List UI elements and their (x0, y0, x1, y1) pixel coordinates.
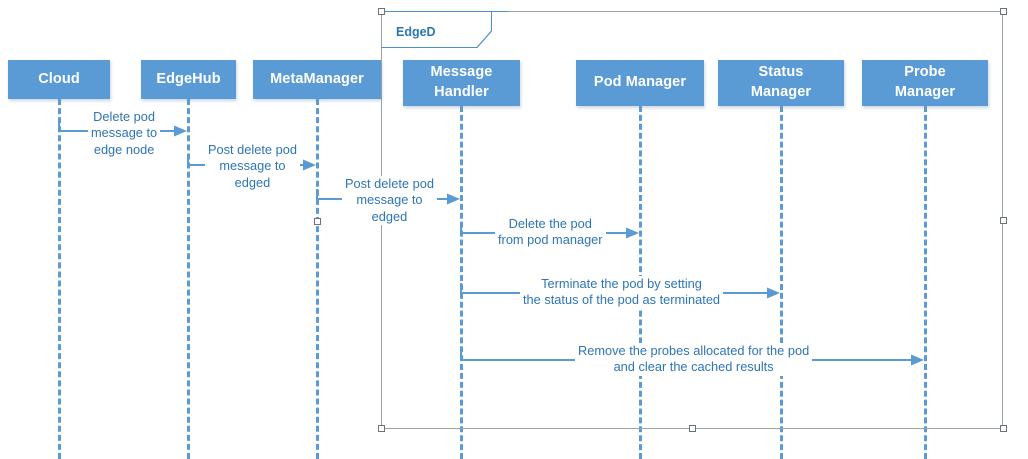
lifeline-messagehandler (460, 106, 463, 459)
selection-handle-bottom-right[interactable] (1000, 425, 1007, 432)
participant-label: MetaManager (270, 70, 364, 87)
participant-metamanager[interactable]: MetaManager (253, 60, 381, 99)
selection-handle-bottom-left[interactable] (378, 425, 385, 432)
selection-handle-top-left[interactable] (378, 8, 385, 15)
selection-handle-top-right[interactable] (1000, 8, 1007, 15)
participant-edgehub[interactable]: EdgeHub (141, 60, 236, 99)
participant-label: Cloud (38, 70, 80, 87)
message-label-m3: Post delete pod message to edged (342, 176, 437, 226)
edged-frame-label: EdgeD (396, 25, 436, 39)
selection-handle-lifeline-metamanager[interactable] (314, 218, 321, 225)
participant-podmanager[interactable]: Pod Manager (576, 60, 704, 106)
participant-label: Pod Manager (593, 74, 687, 91)
lifeline-metamanager (316, 99, 319, 459)
edged-frame-tab (381, 11, 509, 49)
message-label-m1: Delete pod message to edge node (88, 109, 161, 159)
selection-handle-bottom-middle[interactable] (689, 425, 696, 432)
participant-cloud[interactable]: Cloud (8, 60, 110, 99)
lifeline-statusmanager (780, 106, 783, 459)
message-label-m5: Terminate the pod by setting the status … (520, 276, 724, 309)
selection-handle-middle-right[interactable] (1000, 217, 1007, 224)
participant-label: EdgeHub (156, 70, 221, 87)
lifeline-edgehub (187, 99, 190, 459)
lifeline-probemanager (924, 106, 927, 459)
message-label-m6: Remove the probes allocated for the pod … (575, 343, 813, 376)
lifeline-cloud (58, 99, 61, 459)
message-label-m2: Post delete pod message to edged (205, 142, 300, 192)
message-label-m4: Delete the pod from pod manager (495, 216, 606, 249)
